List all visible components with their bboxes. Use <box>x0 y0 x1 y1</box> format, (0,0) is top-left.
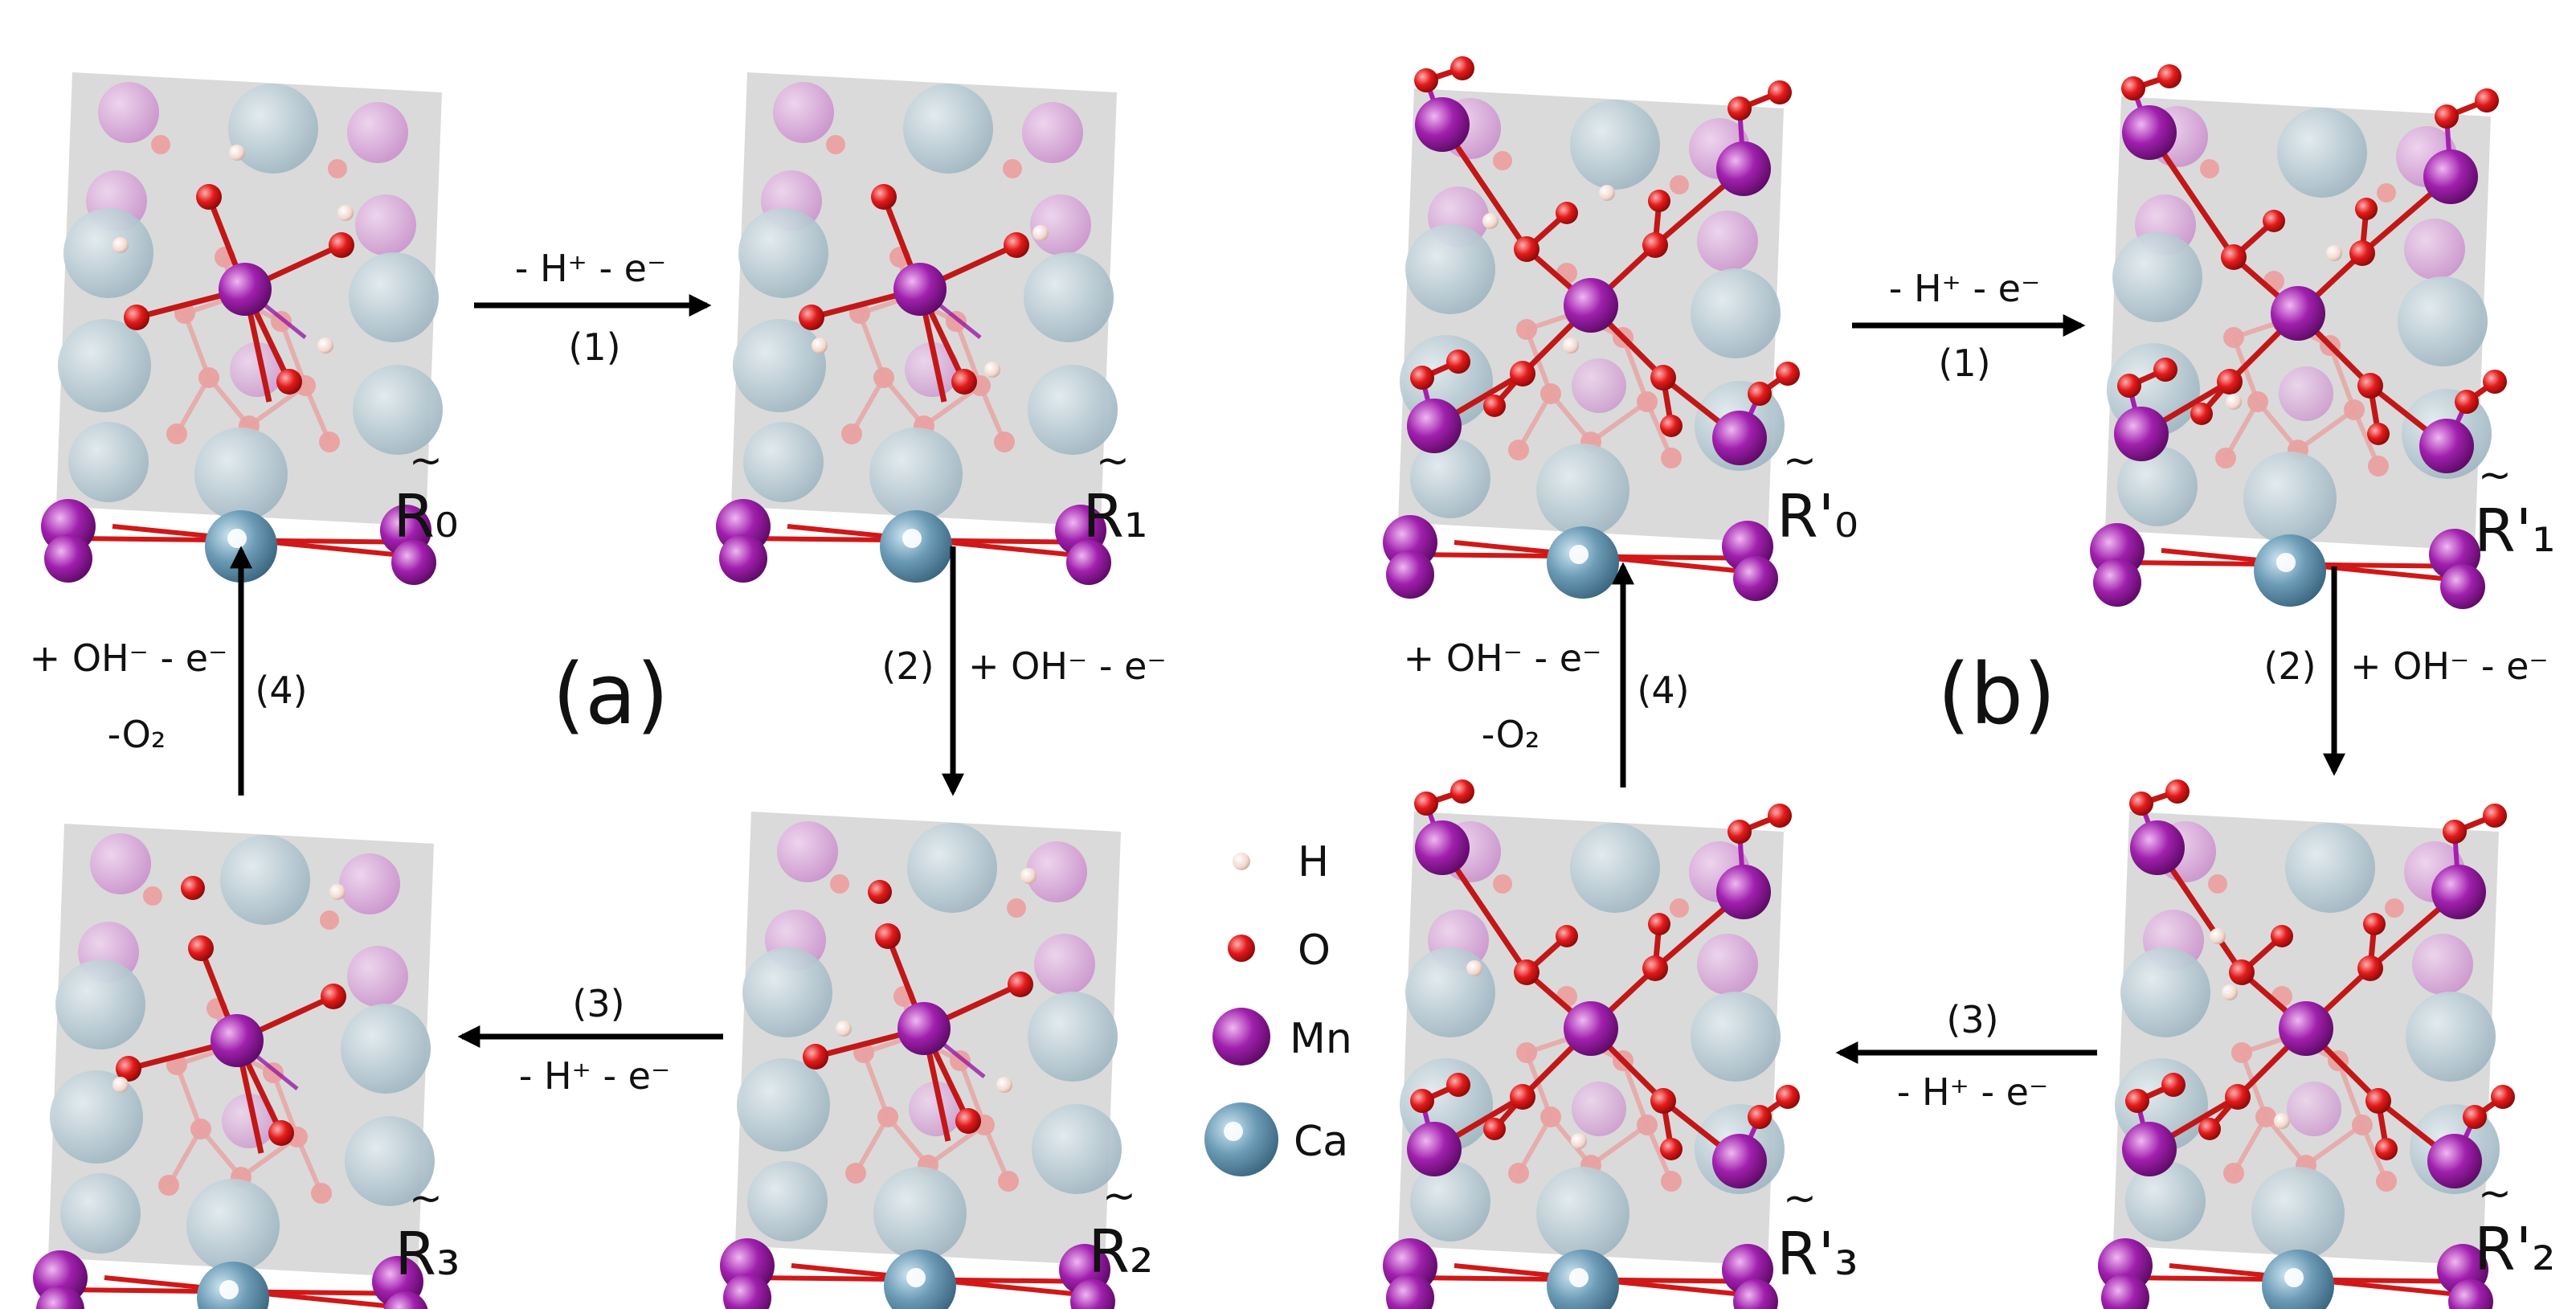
step4-b-number: (4) <box>1637 669 1689 712</box>
panel-a <box>33 72 1122 1309</box>
state-label-r-prime-0: R'₀ <box>1777 482 1858 551</box>
step1-b-text: - H⁺ - e⁻ <box>1889 267 2041 310</box>
legend-ca-swatch <box>1204 1102 1278 1176</box>
step1-a-text: - H⁺ - e⁻ <box>515 247 667 290</box>
panel-label-a: (a) <box>553 645 669 743</box>
state-label-r-prime-1: R'₁ <box>2474 497 2555 566</box>
state-marker: ~ <box>409 1175 443 1221</box>
step3-a-number: (3) <box>572 982 624 1025</box>
state-marker: ~ <box>1783 1175 1817 1221</box>
step3-b-text: - H⁺ - e⁻ <box>1897 1070 2049 1114</box>
state-label-r3: R₃ <box>395 1220 460 1289</box>
step2-b-number: (2) <box>2263 644 2316 688</box>
structure-r3 <box>33 824 435 1309</box>
step4-b-text2: -O₂ <box>1482 713 1540 756</box>
structure-r-prime-0 <box>1383 56 1800 601</box>
step2-b-text: + OH⁻ - e⁻ <box>2350 644 2549 688</box>
step3-b-number: (3) <box>1946 998 1998 1041</box>
state-label-r0: R₀ <box>393 482 458 551</box>
structure-r1 <box>716 72 1118 585</box>
step4-a-text2: -O₂ <box>108 713 166 756</box>
step2-a-text: + OH⁻ - e⁻ <box>968 644 1167 688</box>
state-marker: ~ <box>1783 437 1817 484</box>
structure-r-prime-1 <box>2090 64 2507 609</box>
structure-r0 <box>41 72 443 585</box>
structure-r-prime-2 <box>2098 779 2515 1309</box>
state-marker: ~ <box>409 437 443 484</box>
step4-a-number: (4) <box>255 669 307 712</box>
state-label-r-prime-3: R'₃ <box>1777 1220 1858 1289</box>
legend-h-label: H <box>1298 838 1329 886</box>
legend-o-label: O <box>1298 927 1331 975</box>
state-label-r1: R₁ <box>1082 482 1147 551</box>
panel-label-b: (b) <box>1937 645 2055 743</box>
legend-ca-label: Ca <box>1294 1118 1348 1166</box>
state-marker: ~ <box>1102 1172 1136 1219</box>
legend-h-swatch <box>1233 853 1250 870</box>
step2-a-number: (2) <box>881 644 934 688</box>
legend <box>1204 853 1278 1176</box>
structure-r-prime-3 <box>1383 779 1800 1309</box>
state-label-r-prime-2: R'₂ <box>2474 1215 2555 1284</box>
legend-mn-swatch <box>1212 1008 1270 1066</box>
step4-b-text: + OH⁻ - e⁻ <box>1404 636 1602 680</box>
state-marker: ~ <box>1096 437 1130 484</box>
state-marker: ~ <box>2478 1170 2512 1217</box>
state-marker: ~ <box>2478 452 2512 498</box>
legend-o-swatch <box>1228 935 1255 962</box>
step1-a-number: (1) <box>568 325 620 369</box>
legend-mn-label: Mn <box>1290 1015 1352 1063</box>
step3-a-text: - H⁺ - e⁻ <box>519 1054 671 1098</box>
structure-r2 <box>720 812 1122 1309</box>
panel-b <box>1383 56 2515 1309</box>
step4-a-text: + OH⁻ - e⁻ <box>30 636 228 680</box>
step1-b-number: (1) <box>1938 342 1990 385</box>
state-label-r2: R₂ <box>1088 1217 1153 1287</box>
